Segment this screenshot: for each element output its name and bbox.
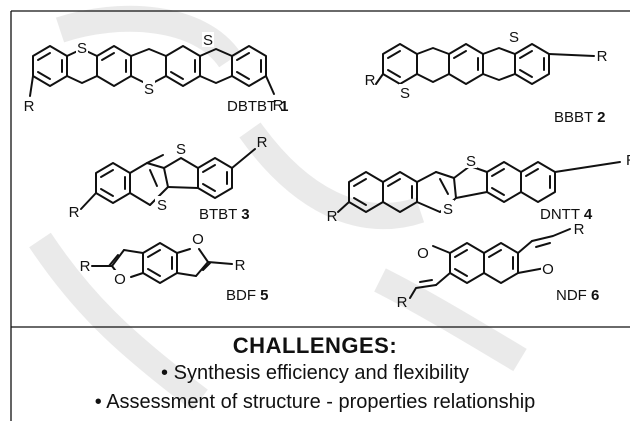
atom-s-top: S bbox=[176, 141, 186, 158]
compound-bbbt: S S R R BBBT 2 bbox=[365, 28, 608, 126]
atom-r-top: R bbox=[257, 134, 268, 151]
atom-s-top-left: S bbox=[77, 40, 87, 57]
compound-label: BDF 5 bbox=[226, 287, 269, 304]
frame bbox=[10, 10, 630, 421]
atom-s-top: S bbox=[466, 153, 476, 170]
atom-r-top: R bbox=[574, 221, 585, 238]
atom-r-bottom: R bbox=[397, 294, 408, 311]
atom-s-bottom: S bbox=[157, 197, 167, 214]
atom-o-right: O bbox=[542, 261, 554, 278]
compound-btbt: S S R R BTBT 3 bbox=[69, 134, 268, 223]
atom-s-top: S bbox=[509, 29, 519, 46]
atom-r-left: R bbox=[365, 72, 376, 89]
atom-r-left: R bbox=[80, 258, 91, 275]
compound-label: DBTBT 1 bbox=[227, 98, 288, 115]
compound-label: DNTT 4 bbox=[540, 206, 593, 223]
atom-r-right: R bbox=[235, 257, 246, 274]
atom-r-right: R bbox=[626, 152, 630, 169]
compound-bdf: O O R R BDF 5 bbox=[80, 230, 269, 304]
atom-o-left: O bbox=[417, 245, 429, 262]
atom-r-right: R bbox=[273, 97, 284, 114]
atom-o-bottom: O bbox=[114, 271, 126, 288]
atom-s-top-right: S bbox=[203, 32, 213, 49]
compound-ndf: O O R R NDF 6 bbox=[397, 221, 600, 311]
atom-r-left: R bbox=[24, 98, 35, 115]
compound-label: BBBT 2 bbox=[554, 109, 605, 126]
compound-dbtbt: S S S R R DBTBT 1 bbox=[24, 32, 288, 115]
challenge-item: • Assessment of structure - properties r… bbox=[94, 391, 536, 413]
challenge-item: • Synthesis efficiency and flexibility bbox=[161, 362, 469, 384]
watermark bbox=[29, 5, 527, 411]
atom-r-left: R bbox=[327, 208, 338, 225]
atom-s-bottom: S bbox=[144, 81, 154, 98]
atom-r-bottom: R bbox=[69, 204, 80, 221]
compound-dntt: S S R R DNTT 4 bbox=[327, 152, 630, 225]
challenges-title: CHALLENGES: bbox=[232, 333, 398, 358]
atom-s-bottom: S bbox=[400, 85, 410, 102]
compound-label: BTBT 3 bbox=[199, 206, 250, 223]
atom-s-bottom: S bbox=[443, 201, 453, 218]
compound-label: NDF 6 bbox=[556, 287, 599, 304]
atom-r-right: R bbox=[597, 48, 608, 65]
atom-o-top: O bbox=[192, 231, 204, 248]
